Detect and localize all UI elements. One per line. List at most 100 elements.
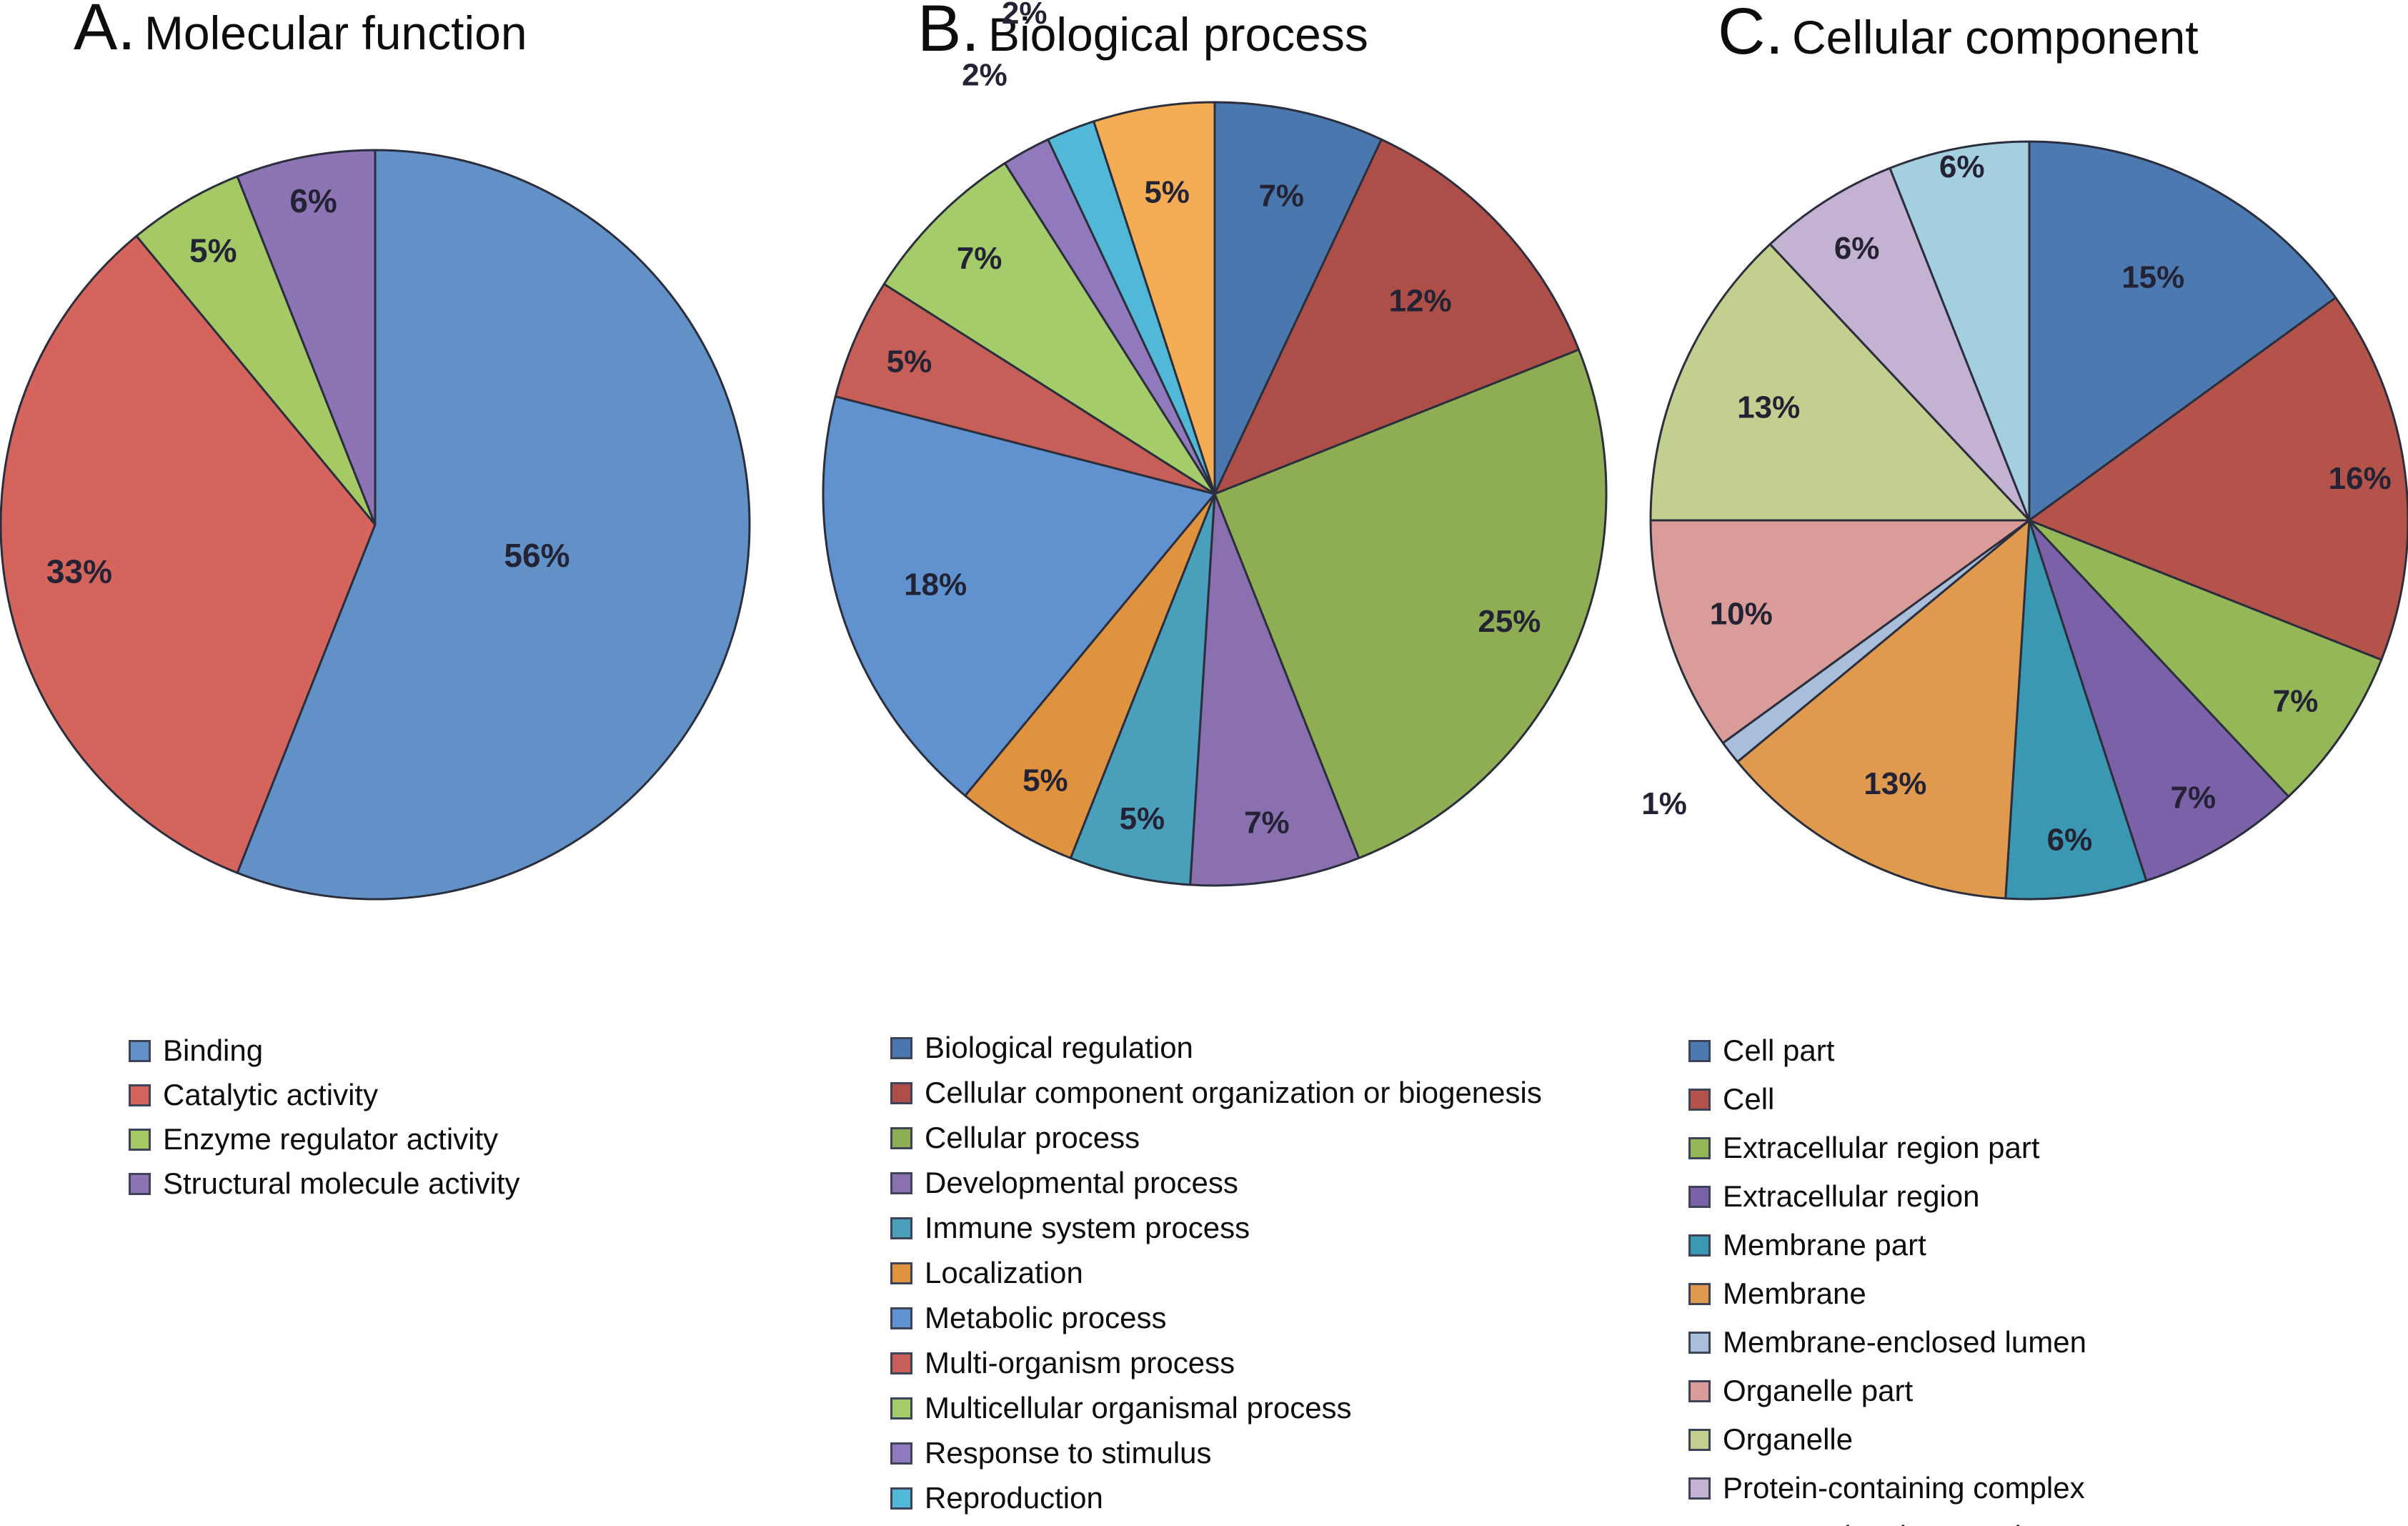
legend-item-localization: Localization (890, 1256, 1542, 1290)
legend-swatch-multicellular-organismal-process (890, 1397, 912, 1420)
legend-swatch-reproduction (890, 1487, 912, 1510)
legend-label-catalytic-activity: Catalytic activity (163, 1078, 379, 1111)
pie-percent-label-cell-part: 15% (2121, 259, 2184, 294)
legend-swatch-organelle (1688, 1428, 1711, 1451)
legend-label-cell: Cell (1723, 1082, 1775, 1116)
legend-item-protein-containing-complex: Protein-containing complex (1688, 1471, 2086, 1505)
pie-slice-multicellular-organismal-process (882, 162, 1216, 495)
legend-item-binding: Binding (129, 1034, 520, 1068)
pie-slice-cell-part (2028, 140, 2337, 522)
pie-percent-label-cell: 16% (2329, 461, 2392, 496)
legend-item-cellular-process: Cellular process (890, 1121, 1542, 1155)
pie-slice-membrane-part (2004, 519, 2148, 901)
pie-slice-immune-system-process (1069, 492, 1216, 886)
pie-molecular-function: 56%33%5%6% (0, 149, 751, 901)
legend-item-extracellular-region: Extracellular region (1688, 1179, 2086, 1214)
pie-percent-label-membrane-enclosed-lumen: 1% (1641, 786, 1687, 821)
legend-swatch-binding (129, 1039, 151, 1062)
pie-slice-extracellular-region (2028, 519, 2290, 882)
pie-percent-label-binding: 56% (504, 537, 569, 574)
pie-percent-label-biological-regulation: 7% (1258, 178, 1304, 213)
panel-a-title-text: Molecular function (144, 6, 527, 59)
legend-label-organelle: Organelle (1723, 1422, 1854, 1456)
pie-slice-extracellular-region-part (2028, 519, 2383, 798)
pie-cellular-component: 15%16%7%7%6%13%1%10%13%6%6% (1641, 140, 2408, 901)
legend-label-multicellular-organismal-process: Multicellular organismal process (925, 1391, 1352, 1425)
pie-percent-label-cellular-process: 25% (1478, 604, 1541, 639)
legend-item-supramolecular-complex: Supramolecular complex (1688, 1520, 2086, 1526)
legend-label-cellular-component-organization-or-biogenesis: Cellular component organization or bioge… (925, 1076, 1542, 1109)
legend-swatch-cellular-component-organization-or-biogenesis (890, 1081, 912, 1104)
pie-percent-label-organelle: 13% (1737, 390, 1800, 425)
pie-percent-label-organelle-part: 10% (1710, 597, 1773, 632)
legend-swatch-response-to-stimulus (890, 1442, 912, 1465)
legend-swatch-membrane-part (1688, 1234, 1711, 1257)
legend-item-immune-system-process: Immune system process (890, 1211, 1542, 1245)
legend-swatch-membrane (1688, 1282, 1711, 1305)
pie-percent-label-membrane: 13% (1864, 766, 1926, 801)
pie-percent-label-structural-molecule-activity: 6% (289, 182, 337, 219)
pie-percent-label-reproduction: 2% (1002, 0, 1048, 31)
pie-percent-label-localization: 5% (1023, 763, 1068, 798)
legend-label-organelle-part: Organelle part (1723, 1374, 1914, 1407)
pie-percent-label-multi-organism-process: 5% (887, 345, 932, 380)
legend-item-multi-organism-process: Multi-organism process (890, 1346, 1542, 1380)
legend-label-binding: Binding (163, 1034, 264, 1067)
pie-slice-catalytic-activity (0, 234, 377, 874)
pie-slice-cellular-component-organization-or-biogenesis (1213, 138, 1581, 495)
legend-swatch-cellular-process (890, 1126, 912, 1149)
legend-label-biological-regulation: Biological regulation (925, 1031, 1193, 1064)
legend-label-membrane-part: Membrane part (1723, 1228, 1926, 1262)
pie-slice-organelle (1649, 243, 2031, 522)
pie-percent-label-metabolic-process: 18% (904, 568, 967, 603)
legend-swatch-protein-containing-complex (1688, 1477, 1711, 1500)
legend-label-multi-organism-process: Multi-organism process (925, 1346, 1235, 1379)
pie-slice-localization (964, 492, 1216, 860)
legend-item-organelle-part: Organelle part (1688, 1374, 2086, 1408)
legend-swatch-immune-system-process (890, 1217, 912, 1239)
legend-label-membrane: Membrane (1723, 1277, 1866, 1310)
legend-label-protein-containing-complex: Protein-containing complex (1723, 1471, 2085, 1505)
legend-swatch-membrane-enclosed-lumen (1688, 1331, 1711, 1354)
legend-item-cellular-component-organization-or-biogenesis: Cellular component organization or bioge… (890, 1076, 1542, 1110)
pie-percent-label-cellular-component-organization-or-biogenesis: 12% (1389, 283, 1452, 318)
legend-label-localization: Localization (925, 1256, 1083, 1289)
legend-label-response-to-stimulus: Response to stimulus (925, 1436, 1212, 1470)
panel-b-title-text: Biological process (987, 8, 1368, 61)
panel-c-title-text: Cellular component (1792, 11, 2199, 64)
pie-slice-biological-regulation (1213, 101, 1383, 495)
pie-slice-cell (2028, 296, 2408, 661)
legend-label-extracellular-region-part: Extracellular region part (1723, 1131, 2040, 1164)
panel-a-letter: A. (74, 0, 136, 64)
legend-item-catalytic-activity: Catalytic activity (129, 1078, 520, 1112)
pie-slice-organelle-part (1649, 519, 2031, 745)
legend-swatch-localization (890, 1262, 912, 1284)
pie-percent-label-extracellular-region-part: 7% (2273, 684, 2319, 719)
legend-label-reproduction: Reproduction (925, 1481, 1103, 1515)
panel-b-title: B.Biological process (917, 0, 1368, 66)
panel-c-title: C.Cellular component (1718, 0, 2199, 69)
legend-swatch-catalytic-activity (129, 1084, 151, 1106)
pie-percent-label-extracellular-region: 7% (2171, 780, 2217, 815)
pie-slice-developmental-process (1189, 492, 1360, 887)
legend-swatch-cell (1688, 1088, 1711, 1111)
legend-swatch-extracellular-region (1688, 1185, 1711, 1208)
legend-swatch-biological-regulation (890, 1036, 912, 1059)
legend-label-cellular-process: Cellular process (925, 1121, 1140, 1154)
legend-item-reproduction: Reproduction (890, 1481, 1542, 1515)
pie-percent-label-membrane-part: 6% (2047, 822, 2093, 857)
pie-slice-binding (236, 149, 751, 901)
pie-slice-enzyme-regulator-activity (135, 175, 377, 526)
pie-percent-label-reproductive-process: 5% (1144, 174, 1190, 209)
pie-percent-label-enzyme-regulator-activity: 5% (189, 232, 237, 269)
legend-label-cell-part: Cell part (1723, 1034, 1835, 1067)
legend-item-enzyme-regulator-activity: Enzyme regulator activity (129, 1122, 520, 1156)
legend-swatch-extracellular-region-part (1688, 1136, 1711, 1159)
legend-swatch-enzyme-regulator-activity (129, 1128, 151, 1151)
pie-slice-supramolecular-complex (1889, 140, 2031, 522)
legend-item-structural-molecule-activity: Structural molecule activity (129, 1166, 520, 1201)
panel-c-letter: C. (1718, 0, 1783, 68)
